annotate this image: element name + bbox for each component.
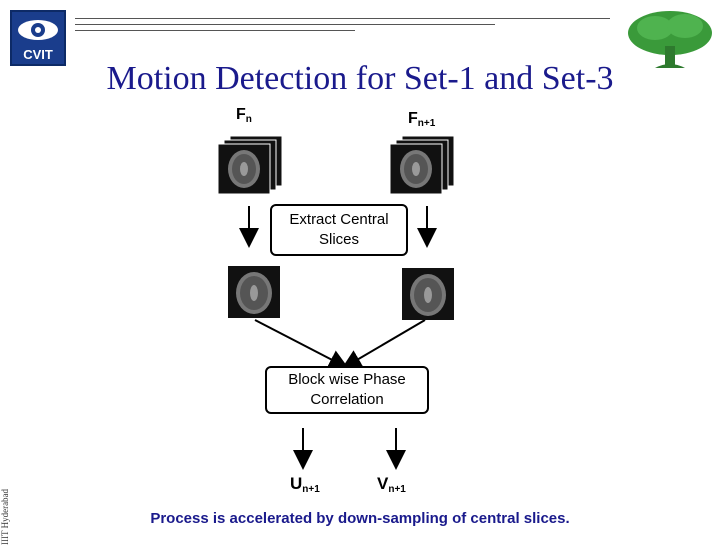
label-un1: Un+1 [290,474,320,495]
label-fn1: Fn+1 [408,110,436,129]
header-line-3 [75,30,355,31]
mri-stack-fn1 [388,135,458,196]
block-phase-correlation-box: Block wise Phase Correlation [265,366,429,414]
mri-stack-fn [216,135,286,196]
mri-central-slice-fn1 [402,268,454,320]
logo-text: CVIT [23,47,53,62]
mri-central-slice-fn [228,266,280,318]
cvit-logo: CVIT [10,10,66,66]
slide-title: Motion Detection for Set-1 and Set-3 [106,60,614,97]
extract-central-slices-box: Extract Central Slices [270,204,408,256]
label-fn: Fn [236,106,252,125]
label-vn1: Vn+1 [377,474,406,495]
tree-icon [625,8,715,70]
side-institution-text: IIIT Hyderabad [0,488,10,545]
header-line-2 [75,24,495,25]
header-line-1 [75,18,610,19]
footer-note: Process is accelerated by down-sampling … [150,510,570,527]
